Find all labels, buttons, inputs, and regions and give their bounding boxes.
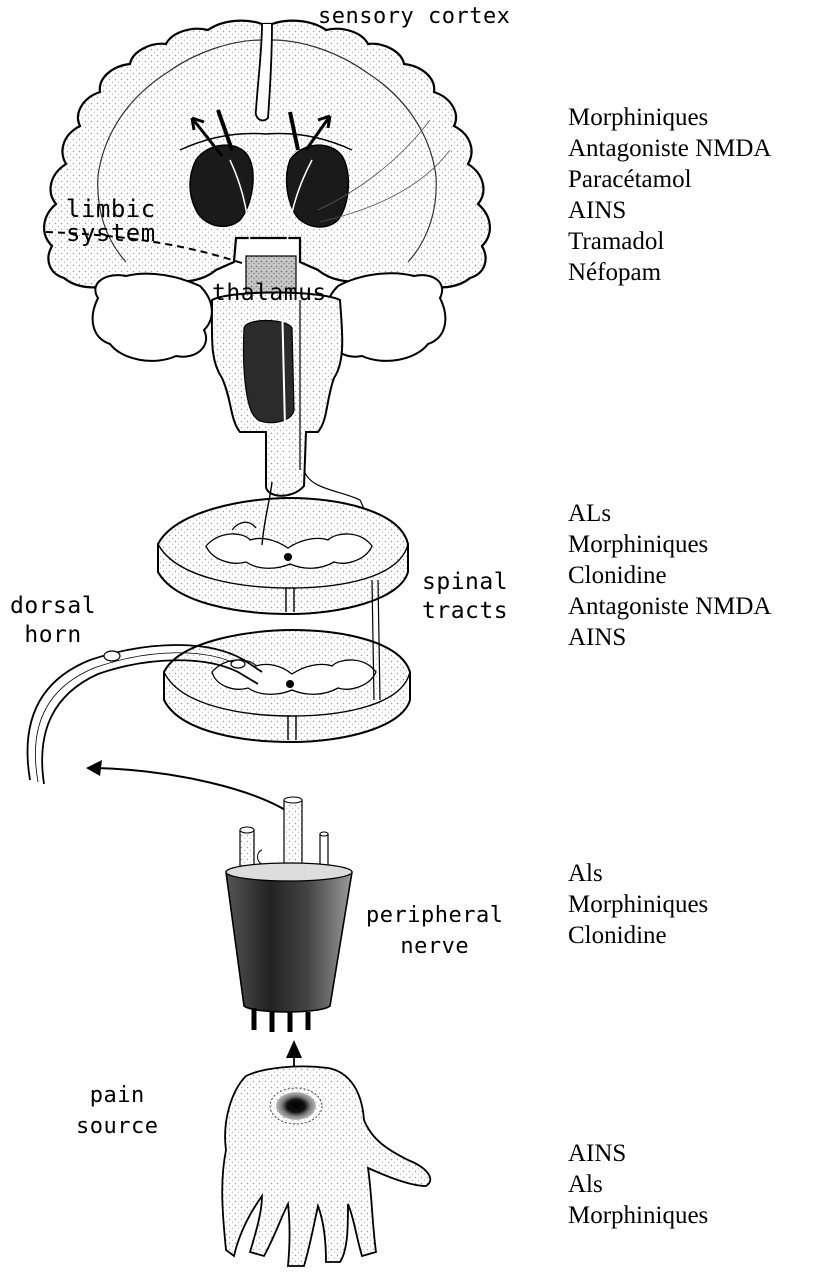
pain-spot [276, 1092, 316, 1120]
thalamus-label: thalamus [212, 280, 327, 306]
drug-item: Tramadol [568, 226, 771, 257]
drug-item: Als [568, 858, 708, 889]
spinal-tracts-line-1: spinal [422, 568, 508, 597]
limbic-system-line-2: system [66, 220, 156, 246]
pain-source-line-2: source [76, 1111, 158, 1142]
drug-item: Clonidine [568, 560, 771, 591]
limbic-system-label: limbic system [66, 196, 156, 246]
drug-item: Paracétamol [568, 164, 771, 195]
drug-item: Antagoniste NMDA [568, 133, 771, 164]
sensory-cortex-label: sensory cortex [318, 4, 510, 30]
dorsal-horn-label: dorsal horn [10, 592, 96, 650]
drug-item: Morphiniques [568, 529, 771, 560]
drug-item: Als [568, 1169, 708, 1200]
drug-item: Néfopam [568, 257, 771, 288]
brain-drug-list: Morphiniques Antagoniste NMDA Paracétamo… [568, 102, 771, 288]
cerebellum [93, 274, 212, 361]
dorsal-horn-line-2: horn [10, 621, 96, 650]
drug-item: AINS [568, 1138, 708, 1169]
pain-source-label: pain source [76, 1080, 158, 1142]
nerve-drug-list: Als Morphiniques Clonidine [568, 858, 708, 951]
drug-item: Antagoniste NMDA [568, 591, 771, 622]
drug-item: AINS [568, 195, 771, 226]
hand [222, 1066, 430, 1266]
peripheral-nerve-line-1: peripheral [366, 900, 503, 931]
spinal-tracts-label: spinal tracts [422, 568, 508, 626]
hand-outline [222, 1066, 430, 1266]
peripheral-nerve-line-2: nerve [366, 931, 503, 962]
drug-item: Morphiniques [568, 1200, 708, 1231]
right-basal-ganglia [287, 145, 349, 227]
spinal-tracts-line-2: tracts [422, 597, 508, 626]
spinal-drug-list: ALs Morphiniques Clonidine Antagoniste N… [568, 498, 771, 653]
periphery-drug-list: AINS Als Morphiniques [568, 1138, 708, 1231]
dorsal-horn-line-1: dorsal [10, 592, 96, 621]
pain-source-line-1: pain [76, 1080, 158, 1111]
drug-item: AINS [568, 622, 771, 653]
drug-item: Clonidine [568, 920, 708, 951]
left-basal-ganglia [190, 145, 253, 226]
peripheral-nerve-label: peripheral nerve [366, 900, 503, 962]
brain-section [44, 21, 490, 296]
ascending-arrow-upper [86, 760, 300, 820]
drug-item: Morphiniques [568, 889, 708, 920]
drug-item: ALs [568, 498, 771, 529]
peripheral-nerve [226, 797, 352, 1032]
drug-item: Morphiniques [568, 102, 771, 133]
upper-spinal-segment [158, 482, 408, 614]
